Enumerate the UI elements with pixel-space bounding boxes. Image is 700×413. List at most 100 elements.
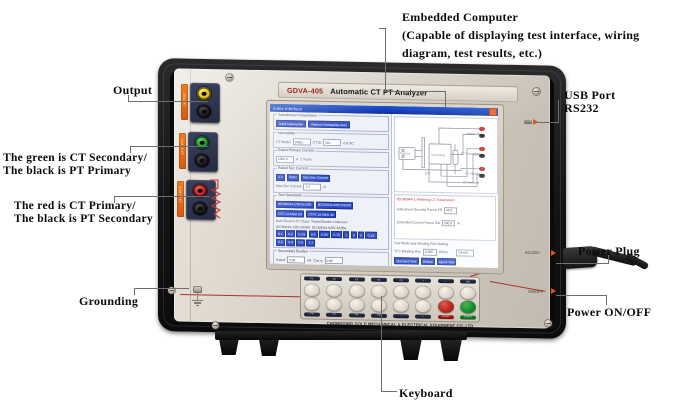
terminal-label-ct-terminal: CT Terminal bbox=[463, 180, 480, 185]
key-button[interactable] bbox=[348, 298, 365, 312]
working-burden-input[interactable]: 5.15 bbox=[290, 265, 309, 269]
input-nameplate-button[interactable]: Input Nameplate bbox=[276, 120, 307, 128]
keycap-bottom[interactable]: F6 bbox=[304, 311, 320, 317]
class-chip[interactable]: 1 bbox=[343, 231, 350, 239]
keycap-start[interactable]: START bbox=[459, 314, 476, 320]
sec-current-chip-5a[interactable]: 50Hz bbox=[286, 174, 300, 182]
keycap-top[interactable]: F4 bbox=[370, 277, 387, 283]
cancel-button[interactable]: Cancel bbox=[455, 248, 474, 257]
test-mode-section: Test Mode and Winding Res Setting "0"C W… bbox=[394, 242, 496, 267]
jack-ct-secondary-green[interactable] bbox=[195, 135, 209, 150]
key-button[interactable] bbox=[459, 285, 476, 300]
class-chip[interactable]: 3 bbox=[350, 231, 357, 239]
usb-rs232-port[interactable] bbox=[524, 119, 532, 125]
key-button[interactable] bbox=[326, 297, 343, 312]
keycap-top[interactable]: ↑ bbox=[415, 278, 432, 284]
standard-c5713-ansi40-button[interactable]: CT57.13 ANSI 40 bbox=[306, 210, 337, 219]
keycap-stop[interactable]: STOP bbox=[437, 314, 454, 320]
key-button[interactable] bbox=[370, 284, 387, 298]
keycap-top[interactable]: Del bbox=[459, 279, 476, 285]
class-chip[interactable]: 0.2S bbox=[296, 230, 308, 238]
jack-output-yellow[interactable] bbox=[197, 86, 211, 101]
sec-current-chip-1a[interactable]: 1.0 bbox=[276, 173, 285, 182]
keycap-bottom[interactable]: F7 bbox=[326, 312, 343, 317]
keycap-top[interactable]: F2 bbox=[326, 276, 343, 282]
key-button[interactable] bbox=[326, 283, 343, 297]
leader-usb-v bbox=[558, 100, 559, 122]
key-button[interactable] bbox=[393, 299, 410, 313]
ealf-unit: % bbox=[456, 221, 460, 226]
stop-button[interactable] bbox=[437, 299, 454, 314]
standard-c5713-ansi60-button[interactable]: C57.13 ANSI 60 bbox=[276, 210, 305, 218]
key-button[interactable] bbox=[304, 282, 320, 297]
keycap-bottom[interactable]: → bbox=[415, 313, 432, 319]
group-label-burden: Secondary Burden bbox=[277, 248, 309, 254]
class-chip[interactable]: 0.1 bbox=[276, 230, 285, 238]
class-chip[interactable]: 0.5S bbox=[318, 231, 330, 239]
close-icon[interactable] bbox=[489, 107, 497, 117]
ct-model-input[interactable]: 2WB1 bbox=[292, 138, 311, 146]
standard-iec60044-6-button[interactable]: IEC60044-6/IEC61869 bbox=[315, 201, 354, 210]
winding-res-input[interactable]: 0.000 bbox=[422, 248, 437, 256]
class-chip[interactable]: 0.3 bbox=[286, 238, 296, 246]
ct-id-input[interactable]: 001 bbox=[323, 139, 342, 147]
jack-pt-secondary-black[interactable] bbox=[193, 201, 207, 216]
isf-input[interactable]: 45.0 bbox=[444, 207, 458, 214]
lcd-display[interactable]: Index Interface Transformer Parameters I… bbox=[270, 103, 498, 269]
keycap-bottom[interactable]: F8 bbox=[348, 312, 365, 318]
working-cos-input[interactable]: 0.80 bbox=[327, 266, 346, 269]
grounding-post[interactable] bbox=[188, 285, 208, 308]
key-button[interactable] bbox=[393, 284, 410, 298]
keycap-top[interactable]: ← bbox=[437, 278, 454, 284]
class-chip[interactable]: 0.2 bbox=[286, 230, 296, 238]
max-sec-current-input[interactable]: 1.0 bbox=[303, 183, 322, 191]
terminal-power-out[interactable] bbox=[479, 126, 485, 131]
class-chip[interactable]: 0.5 bbox=[308, 231, 318, 239]
standard-iec60044-1-button[interactable]: IEC60044-1/IEC61869 bbox=[276, 200, 314, 209]
keycap-bottom-label: F8 bbox=[355, 313, 359, 317]
key-row-1 bbox=[304, 282, 476, 300]
standard-test-button[interactable]: Standard Test bbox=[394, 257, 419, 265]
connector-block-output bbox=[190, 82, 220, 124]
ct-id-label: CT ID bbox=[312, 140, 322, 145]
reduce-nameplate-button[interactable]: Reduce Nameplate Auto bbox=[308, 120, 350, 129]
jack-output-black[interactable] bbox=[197, 104, 211, 119]
class-chip[interactable]: 0.1S bbox=[365, 232, 377, 240]
winding-res-unit: Ohms bbox=[438, 250, 448, 255]
defaut-button[interactable]: Defaut bbox=[420, 257, 435, 265]
class-chip[interactable]: 5 bbox=[357, 231, 365, 240]
rated-cos-input[interactable]: 0.80 bbox=[324, 257, 343, 265]
terminal-ct-secondary[interactable] bbox=[479, 146, 485, 151]
key-button[interactable] bbox=[370, 298, 387, 312]
start-button[interactable] bbox=[459, 300, 476, 314]
sec-current-chip-other[interactable]: Max Sec Current bbox=[301, 174, 331, 182]
ealf-input[interactable]: 100.0 bbox=[441, 219, 455, 227]
keycap-bottom-label: F9 bbox=[377, 313, 381, 318]
keycap-top[interactable]: F1 bbox=[304, 276, 320, 282]
class-chip[interactable]: 0.75 bbox=[331, 231, 342, 239]
quick-test-button[interactable]: Quick Test bbox=[436, 257, 457, 266]
annotation-green-black-line2: The black is PT Primary bbox=[3, 165, 132, 177]
auto-search-checkbox-label[interactable]: Auto Search CT Class bbox=[276, 219, 310, 224]
key-button[interactable] bbox=[437, 285, 454, 299]
standards-row-1: IEC60044-1/IEC61869 IEC60044-6/IEC61869 bbox=[276, 200, 386, 210]
key-button[interactable] bbox=[304, 297, 320, 311]
key-button[interactable] bbox=[415, 284, 432, 299]
keycap-bottom[interactable]: ↓ bbox=[393, 313, 410, 319]
jack-pt-primary-black[interactable] bbox=[195, 153, 209, 168]
class-chip[interactable]: 1.2 bbox=[306, 239, 316, 247]
class-chip[interactable]: 0.6 bbox=[296, 238, 306, 247]
rated-burden-checkbox-label[interactable]: Rated Burden Unknown bbox=[311, 219, 348, 225]
terminal-ct-primary[interactable] bbox=[479, 166, 485, 171]
keyboard-panel[interactable]: F1 F2 F3 F4 F5 ↑ ← Del bbox=[300, 273, 480, 323]
keycap-top[interactable]: F5 bbox=[393, 278, 410, 283]
key-button[interactable] bbox=[415, 299, 432, 313]
class-chip[interactable]: 0.2 bbox=[276, 238, 285, 246]
keycap-top-label: F2 bbox=[332, 277, 336, 281]
keycap-top[interactable]: F3 bbox=[348, 277, 365, 282]
rated-burden-input[interactable]: 5.00 bbox=[287, 256, 306, 264]
keycap-bottom[interactable]: F9 bbox=[370, 313, 387, 318]
keycap-top-label: ↑ bbox=[422, 279, 425, 283]
key-button[interactable] bbox=[348, 283, 365, 298]
primary-current-input[interactable]: 1000.0 bbox=[276, 156, 294, 164]
